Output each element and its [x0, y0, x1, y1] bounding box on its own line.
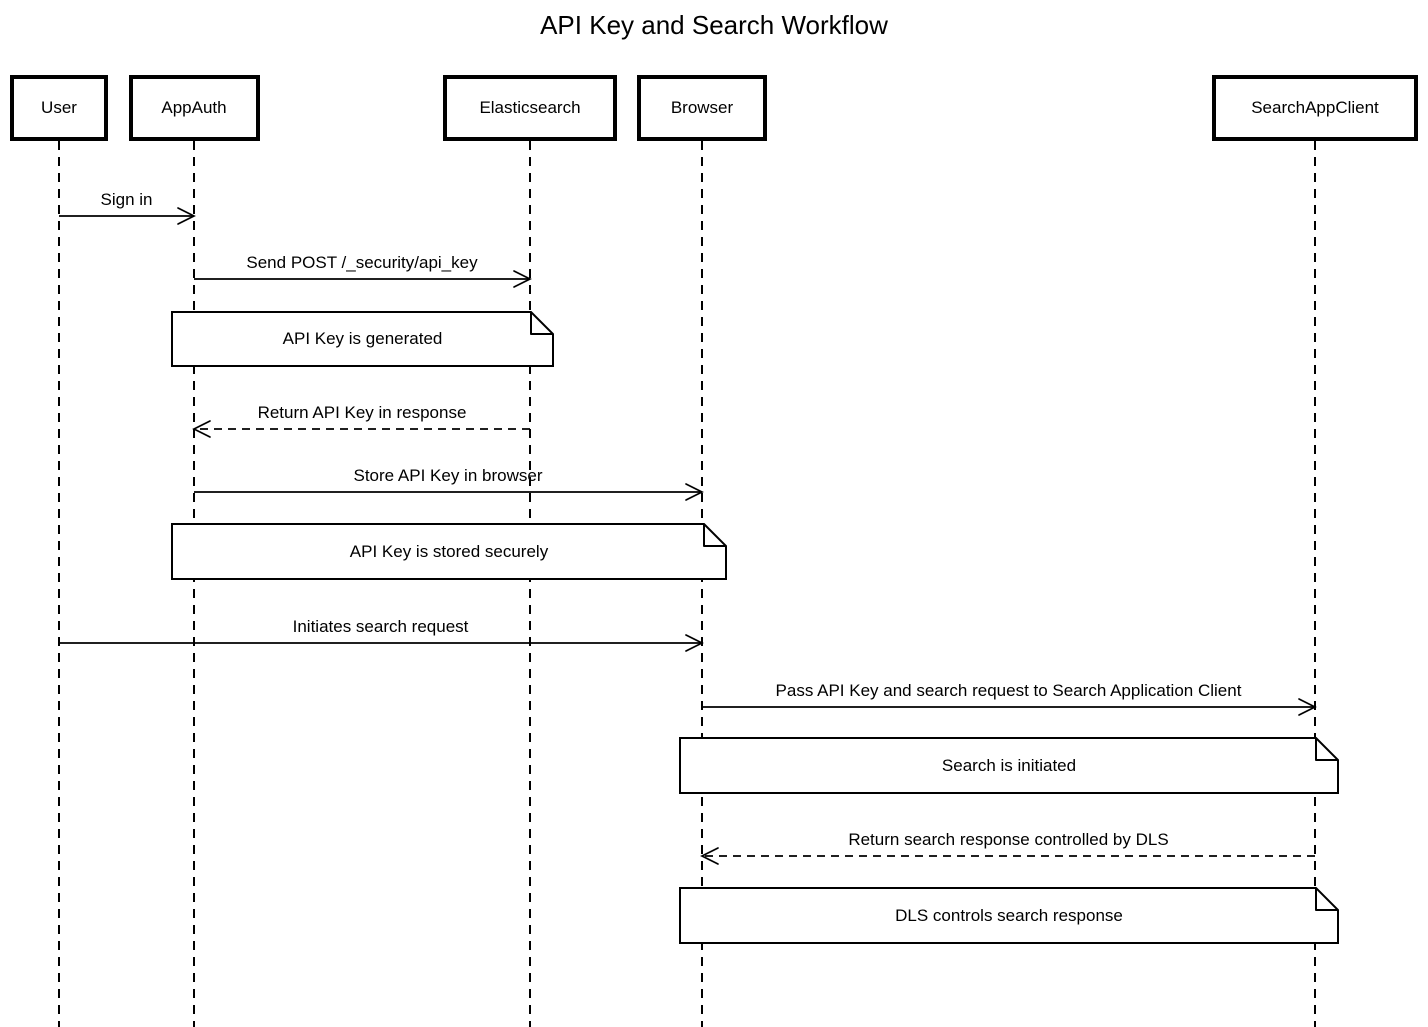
message-arrowhead: [685, 634, 704, 652]
message-arrowhead: [192, 420, 211, 438]
note-fold-corner: [703, 524, 726, 547]
message-arrowhead: [700, 847, 719, 865]
note-shape: [679, 737, 1339, 794]
diagram-title: API Key and Search Workflow: [540, 10, 888, 40]
note-fold-corner: [1315, 888, 1338, 911]
message-label: Store API Key in browser: [353, 466, 543, 485]
note-label: API Key is stored securely: [349, 542, 549, 561]
actor-user: User: [10, 75, 108, 141]
actor-appauth: AppAuth: [128, 75, 260, 141]
note-shape: [171, 311, 554, 367]
message-label: Sign in: [100, 190, 153, 209]
message-label: Return API Key in response: [257, 403, 467, 422]
note-fold-corner: [530, 312, 553, 335]
message-label: Pass API Key and search request to Searc…: [775, 681, 1242, 700]
actor-label: AppAuth: [161, 98, 227, 117]
actor-searchappclient: SearchAppClient: [1212, 75, 1418, 141]
message-arrowhead: [685, 483, 704, 501]
actor-label: User: [41, 98, 77, 117]
note-shape: [171, 523, 727, 580]
message-arrowhead: [177, 207, 196, 225]
note-label: Search is initiated: [941, 756, 1077, 775]
note-fold-corner: [1315, 738, 1338, 761]
actor-label: Elasticsearch: [479, 98, 581, 117]
actor-label: Browser: [670, 98, 734, 117]
message-label: Initiates search request: [292, 617, 469, 636]
note-label: DLS controls search response: [895, 906, 1123, 925]
actor-label: SearchAppClient: [1251, 98, 1379, 117]
note-label: API Key is generated: [282, 329, 443, 348]
actor-browser: Browser: [637, 75, 767, 141]
actor-elasticsearch: Elasticsearch: [443, 75, 617, 141]
message-label: Return search response controlled by DLS: [848, 830, 1169, 849]
message-label: Send POST /_security/api_key: [246, 253, 478, 272]
message-arrowhead: [1298, 698, 1317, 716]
message-arrowhead: [513, 270, 532, 288]
note-shape: [679, 887, 1339, 944]
